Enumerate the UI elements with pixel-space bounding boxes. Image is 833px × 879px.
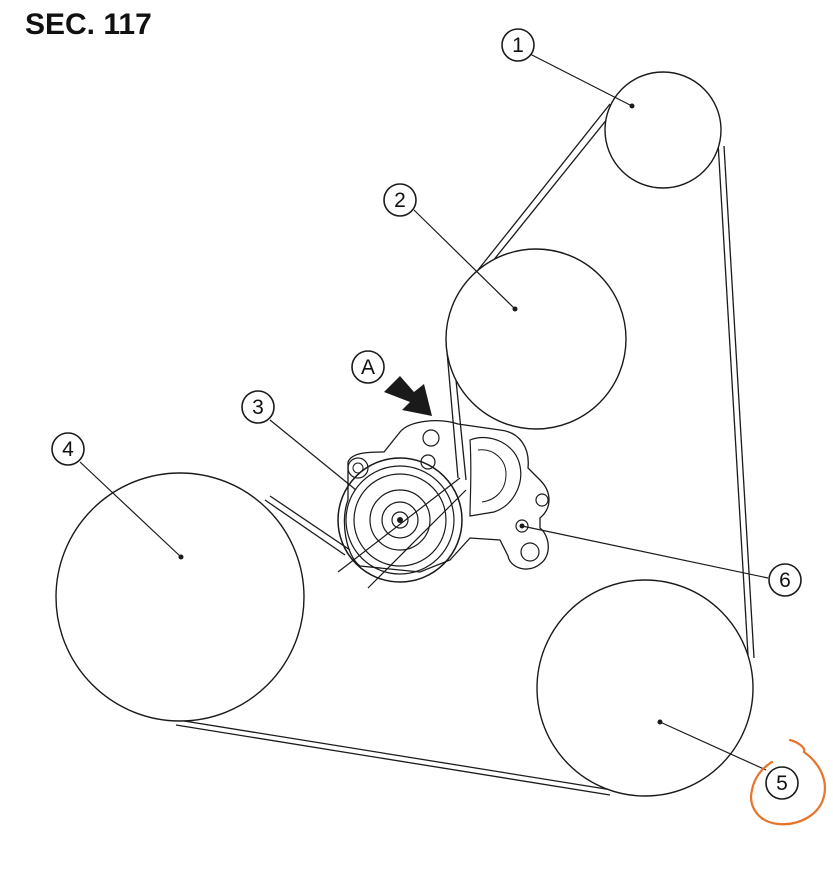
callout-a: A [351,350,385,384]
callout-3: 3 [241,390,275,424]
leader-lines [79,53,769,771]
callout-a-label: A [361,356,375,379]
callout-5: 5 [765,766,799,800]
highlight-circle-annotation [750,738,826,826]
callout-2: 2 [383,183,417,217]
callout-6-label: 6 [779,569,791,592]
callout-2-label: 2 [394,189,406,212]
section-title: SEC. 117 [25,8,152,41]
drive-belt [175,103,755,796]
callout-4: 4 [51,432,85,466]
callout-3-label: 3 [252,396,264,419]
auto-tensioner [337,420,550,589]
pulley-2 [445,248,627,430]
callout-6: 6 [768,563,802,597]
callout-1: 1 [501,28,535,62]
pulley-5 [536,579,754,797]
callout-4-label: 4 [62,438,74,461]
pulley-1 [604,71,722,189]
direction-arrow [384,376,432,416]
callout-1-label: 1 [512,34,524,57]
pulley-4 [55,472,305,722]
callout-5-label: 5 [776,772,788,795]
